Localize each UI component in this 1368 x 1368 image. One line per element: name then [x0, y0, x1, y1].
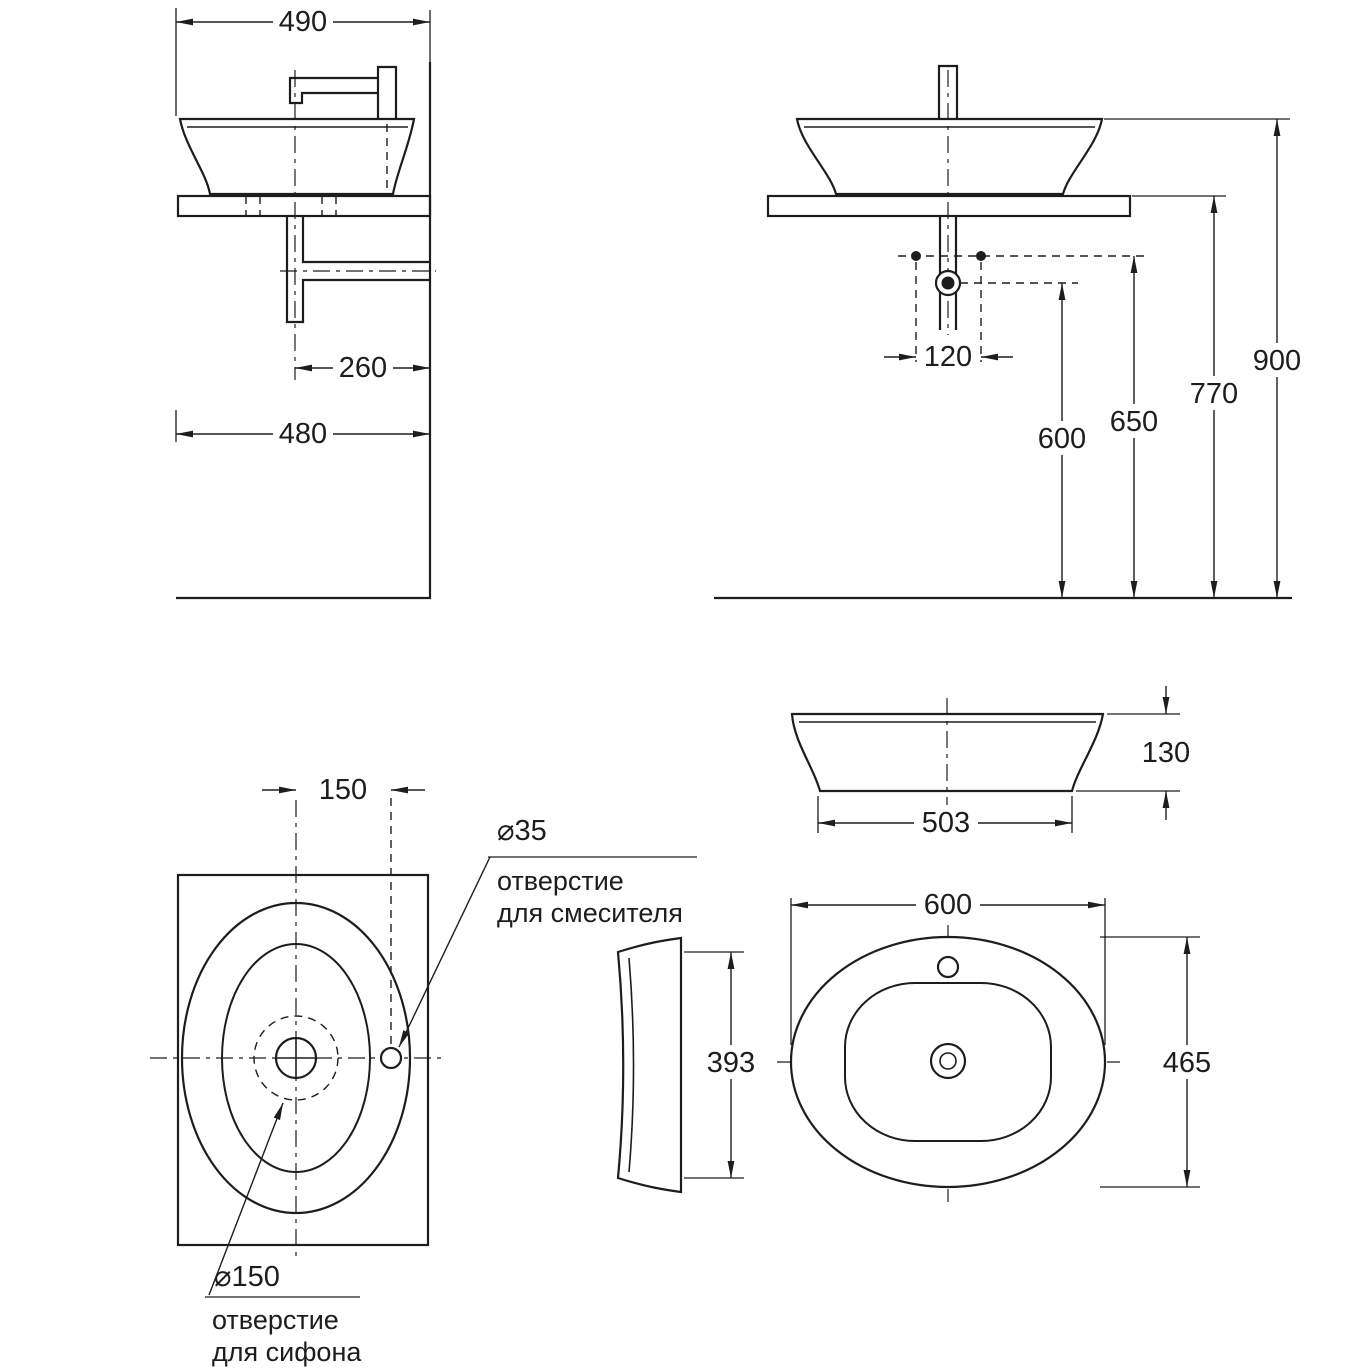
dim-650-label: 650	[1110, 406, 1158, 438]
dim-490-mask	[273, 5, 333, 39]
extension-lines-front	[1104, 118, 1290, 197]
dim-503-label: 503	[922, 807, 970, 839]
basin-top-inner-oval	[844, 982, 1052, 1142]
basin-side-profile	[178, 117, 416, 196]
dim-480-label: 480	[279, 418, 327, 450]
siphon-caption-line1: отверстие	[212, 1305, 339, 1335]
mixer-caption-line1: отверстие	[497, 866, 624, 896]
basin-views: 130 503 600 393 465	[616, 686, 1219, 1202]
siphon-leader-line	[208, 1102, 284, 1296]
mixer-leader-line	[398, 856, 491, 1048]
basin-side-strip	[616, 936, 683, 1194]
dim-770-mask	[1182, 376, 1246, 410]
drain-pipe-side	[285, 216, 430, 324]
shelf-front	[766, 194, 1132, 218]
dim-130-label: 130	[1142, 737, 1190, 769]
dim-480-mask	[273, 417, 333, 451]
basin-profile-outline	[790, 712, 1105, 793]
dim-260-label: 260	[339, 352, 387, 384]
drain-outlet-hole	[941, 276, 955, 290]
dim-600-height-label: 600	[1038, 423, 1086, 455]
side-view: 490 260 480	[175, 5, 436, 600]
dim-465-label: 465	[1163, 1047, 1211, 1079]
dim-600-width-mask	[916, 888, 980, 922]
basin-top-drain-hole	[939, 1052, 957, 1070]
basin-top-drain-ring	[929, 1042, 967, 1080]
dim-465-mask	[1155, 1045, 1219, 1079]
dim-150-label: 150	[319, 774, 367, 806]
centerlines-side	[280, 70, 436, 380]
wall-and-floor-lines	[176, 62, 432, 600]
siphon-caption-line2: для сифона	[212, 1337, 362, 1367]
basin-side-strip-inner-line	[628, 957, 635, 1173]
faucet-side-outline	[288, 65, 398, 122]
basin-front-profile	[795, 117, 1104, 196]
dim-900-mask	[1245, 343, 1309, 377]
dim-260-mask	[333, 351, 393, 385]
dim-393-mask	[699, 1045, 763, 1079]
mixer-caption-line2: для смесителя	[497, 898, 683, 928]
front-view: 120 600 650 770 900	[714, 64, 1309, 600]
dim-650-mask	[1102, 404, 1166, 438]
plan-view: 150 ⌀35 отверстие для смесителя ⌀150 отв…	[150, 774, 697, 1367]
dim-503-mask	[914, 806, 978, 840]
mixer-diameter-label: ⌀35	[497, 815, 547, 847]
dim-600-width-label: 600	[924, 889, 972, 921]
mounting-hole-right	[976, 251, 986, 261]
dim-600-height-mask	[1030, 421, 1094, 455]
basin-top-mixer-hole	[936, 955, 960, 979]
mounting-hole-left	[911, 251, 921, 261]
siphon-hole-cross	[276, 1038, 316, 1078]
siphon-diameter-label: ⌀150	[214, 1261, 280, 1293]
siphon-dashed-circle	[253, 1015, 339, 1101]
faucet-front-outline	[937, 64, 959, 122]
dim-900-label: 900	[1253, 345, 1301, 377]
dim-770-label: 770	[1190, 378, 1238, 410]
dim-120-label: 120	[924, 341, 972, 373]
mixer-hole	[379, 1046, 403, 1070]
extension-lines-basin	[684, 713, 1200, 1188]
dim-490-label: 490	[279, 6, 327, 38]
shelf-side	[176, 194, 432, 218]
hidden-lines-front	[898, 255, 1148, 362]
dim-393-label: 393	[707, 1047, 755, 1079]
